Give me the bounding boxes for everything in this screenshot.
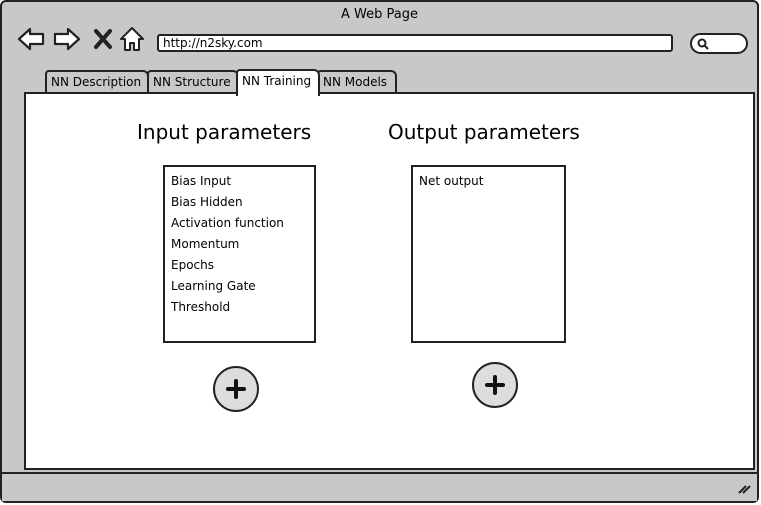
tab-nn-structure[interactable]: NN Structure — [147, 70, 239, 93]
tab-content-panel: Input parameters Output parameters Bias … — [24, 92, 755, 470]
list-item[interactable]: Bias Hidden — [171, 195, 243, 209]
list-item[interactable]: Learning Gate — [171, 279, 256, 293]
search-field[interactable] — [690, 33, 748, 54]
output-parameters-list[interactable]: Net output — [411, 165, 566, 343]
add-output-parameter-button[interactable] — [472, 362, 518, 408]
tab-nn-description[interactable]: NN Description — [45, 70, 149, 93]
tab-nn-training[interactable]: NN Training — [236, 69, 320, 96]
status-bar — [2, 472, 757, 501]
plus-icon — [226, 379, 246, 399]
input-parameters-list[interactable]: Bias Input Bias Hidden Activation functi… — [163, 165, 316, 343]
back-button[interactable] — [16, 24, 46, 54]
list-item[interactable]: Activation function — [171, 216, 284, 230]
plus-icon — [485, 375, 505, 395]
stop-button[interactable] — [88, 24, 118, 54]
input-parameters-heading: Input parameters — [137, 120, 312, 144]
list-item[interactable]: Bias Input — [171, 174, 232, 188]
tab-nn-models[interactable]: NN Models — [317, 70, 397, 93]
window-title: A Web Page — [341, 7, 418, 22]
close-icon — [94, 29, 112, 49]
url-field[interactable]: http://n2sky.com — [157, 34, 673, 52]
list-item[interactable]: Momentum — [171, 237, 240, 251]
list-item[interactable]: Net output — [419, 174, 484, 188]
back-arrow-icon — [17, 27, 45, 51]
list-item[interactable]: Epochs — [171, 258, 214, 272]
add-input-parameter-button[interactable] — [213, 366, 259, 412]
output-parameters-heading: Output parameters — [388, 120, 580, 144]
forward-arrow-icon — [53, 27, 81, 51]
search-icon — [697, 38, 709, 50]
home-icon — [120, 27, 144, 51]
forward-button[interactable] — [52, 24, 82, 54]
list-item[interactable]: Threshold — [171, 300, 231, 314]
resize-grip-icon[interactable] — [737, 481, 751, 495]
home-button[interactable] — [117, 24, 147, 54]
